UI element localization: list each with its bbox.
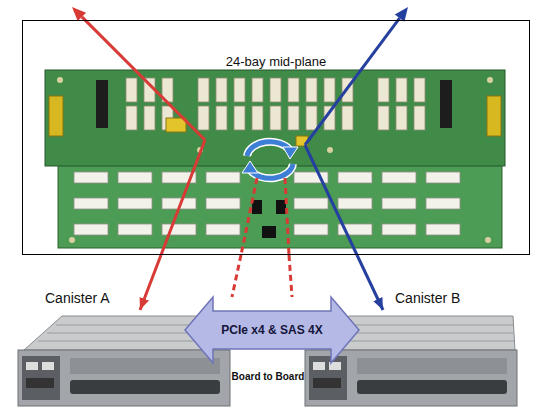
port (42, 362, 54, 370)
arrow-head (72, 7, 86, 21)
canister-front (18, 350, 230, 406)
drive-connector-row (375, 76, 429, 132)
mounting-hole (487, 77, 493, 83)
port (26, 362, 38, 370)
chip (262, 226, 276, 238)
caption-label: Board to Board (232, 371, 305, 382)
lower-board (58, 158, 502, 248)
yellow-connector (49, 96, 63, 136)
canister-label: Canister B (395, 290, 460, 306)
link-line (241, 178, 257, 255)
power-connector (96, 80, 108, 128)
drive-connector-row (195, 76, 357, 132)
sas-connector-row (70, 168, 246, 246)
port (26, 378, 54, 388)
midplane-panel: 24-bay mid-plane (22, 20, 530, 255)
double-arrow-body (185, 297, 359, 363)
mounting-hole (327, 147, 333, 153)
power-connector (440, 80, 452, 128)
swap-icon-head (242, 161, 258, 173)
signal-arrow (140, 255, 161, 310)
signal-arrow (82, 17, 205, 140)
signal-arrow (161, 140, 205, 255)
link-arrow: PCIe x4 & SAS 4X (185, 297, 359, 363)
swap-icon-head (283, 147, 298, 159)
canister-unit: Canister B (302, 310, 520, 412)
link-line (289, 255, 292, 297)
mounting-hole (485, 237, 491, 243)
sas-connector-row (290, 168, 466, 246)
mounting-hole (69, 237, 75, 243)
link-line (232, 255, 241, 297)
canister-label: Canister A (45, 290, 110, 306)
signal-arrow (305, 145, 357, 255)
mounting-hole (57, 77, 63, 83)
signal-arrow (357, 255, 383, 310)
yellow-connector (487, 96, 501, 136)
panel-title: 24-bay mid-plane (23, 21, 529, 69)
upper-board (45, 70, 505, 166)
handle (70, 380, 220, 394)
chip (276, 200, 286, 214)
signal-arrow (305, 18, 400, 145)
vent (70, 358, 220, 374)
link-label: PCIe x4 & SAS 4X (221, 323, 322, 337)
port-panel (22, 356, 60, 400)
link-line (285, 178, 289, 255)
